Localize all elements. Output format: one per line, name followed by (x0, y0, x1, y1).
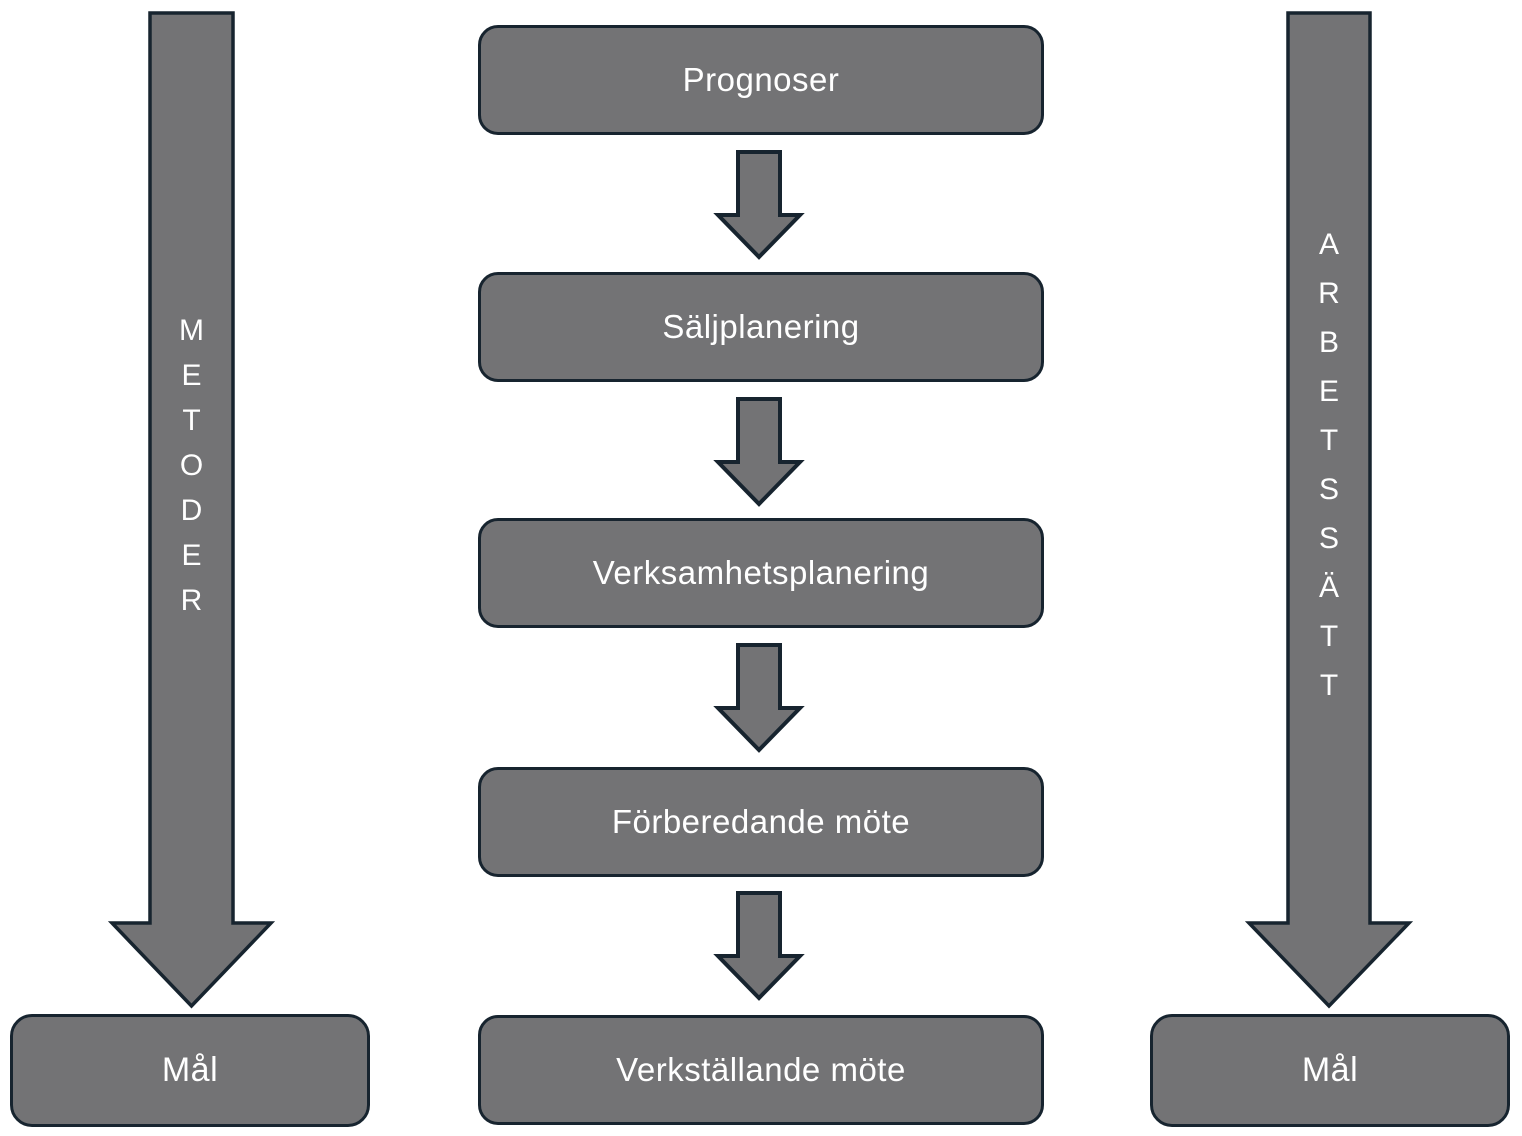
arbetssatt-down-arrow (1244, 11, 1414, 1009)
flow-step-label: Säljplanering (662, 308, 860, 345)
flow-connector-arrow-4 (713, 891, 805, 1001)
flow-step-forberedande-mote: Förberedande möte (478, 767, 1044, 877)
flow-connector-arrow-3 (713, 643, 805, 753)
flow-connector-arrow-2 (713, 397, 805, 507)
goal-box-left: Mål (10, 1014, 370, 1127)
flow-step-label: Verksamhetsplanering (592, 554, 930, 591)
flow-step-label: Verkställande möte (616, 1051, 906, 1088)
metoder-down-arrow (107, 11, 276, 1009)
flow-step-verksamhetsplanering: Verksamhetsplanering (478, 518, 1044, 628)
flow-step-label: Förberedande möte (611, 803, 911, 840)
flow-step-saljplanering: Säljplanering (478, 272, 1044, 382)
flow-step-prognoser: Prognoser (478, 25, 1044, 135)
flow-step-verkstallande-mote: Verkställande möte (478, 1015, 1044, 1125)
flow-connector-arrow-1 (713, 150, 805, 260)
flow-step-label: Prognoser (682, 61, 840, 98)
goal-label: Mål (1301, 1051, 1359, 1089)
goal-label: Mål (161, 1051, 219, 1089)
goal-box-right: Mål (1150, 1014, 1510, 1127)
